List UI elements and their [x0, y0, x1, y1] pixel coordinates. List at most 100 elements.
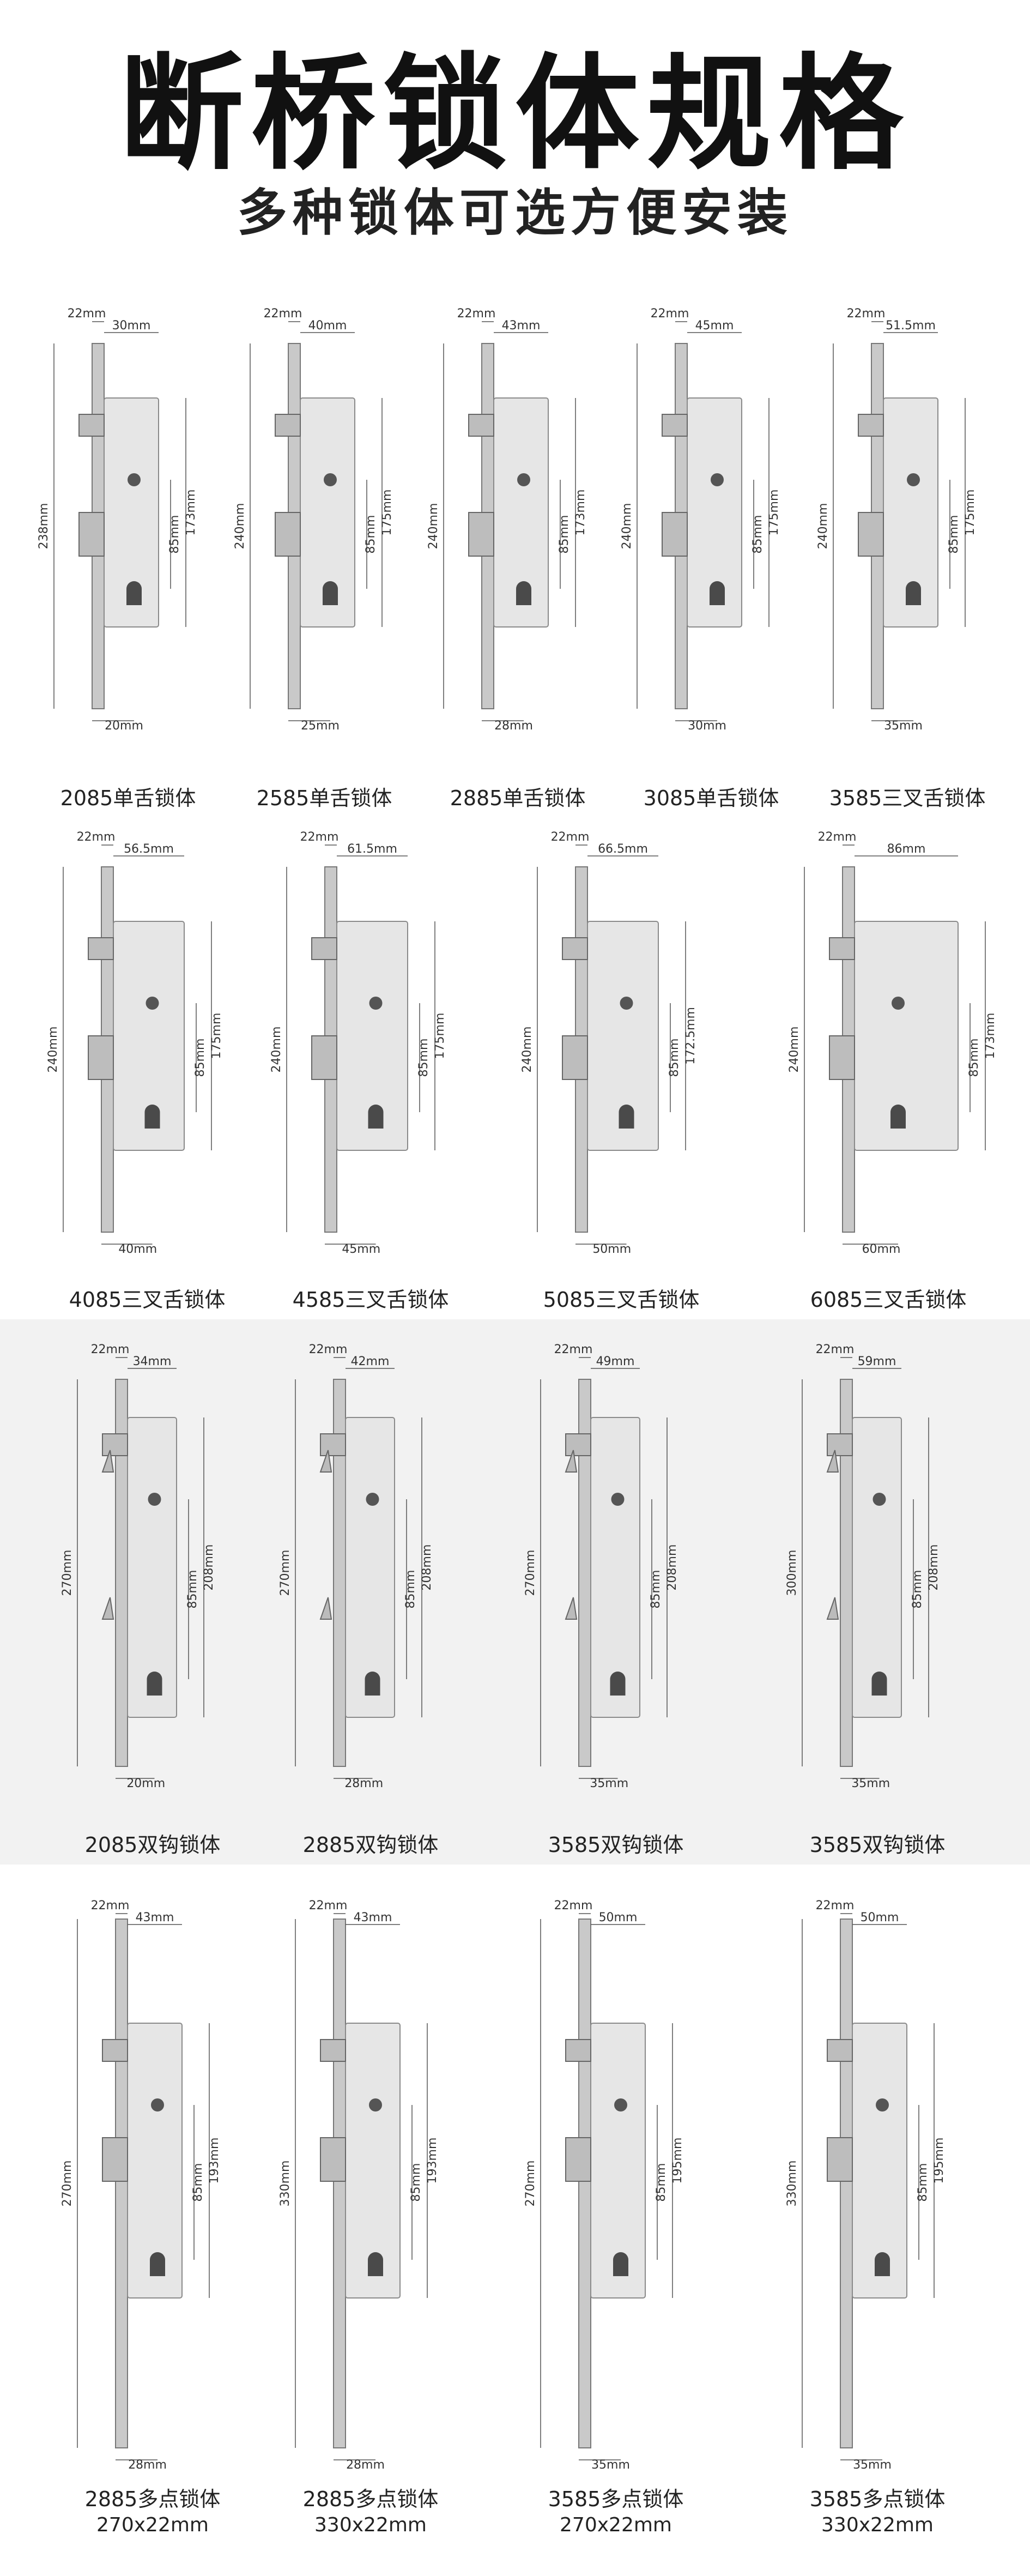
- dim-depth-label: 30mm: [112, 319, 151, 333]
- lock-model-caption: 2885单舌锁体: [428, 785, 608, 812]
- hook-upper: [101, 1450, 114, 1473]
- dim-span-label: 175mm: [964, 490, 977, 536]
- lock-model-caption: 3585三叉舌锁体: [817, 785, 997, 812]
- dim-face-label: 22mm: [554, 1343, 593, 1356]
- dead-bolt: [829, 1035, 855, 1080]
- lock-model-name: 3585双钩锁体: [809, 1833, 946, 1857]
- latch-bolt: [320, 2039, 346, 2062]
- dim-backset-label: 35mm: [591, 2458, 630, 2472]
- dim-depth-label: 50mm: [599, 1911, 638, 1925]
- cylinder-hole: [516, 581, 531, 605]
- dim-face-label: 22mm: [77, 830, 116, 844]
- dim-center-label: 85mm: [668, 1039, 681, 1077]
- dim-depth-label: 50mm: [861, 1911, 899, 1925]
- lock-model-caption: 2085单舌锁体: [38, 785, 218, 812]
- lock-model-name: 2885双钩锁体: [302, 1833, 439, 1857]
- spindle-hole: [611, 1493, 625, 1506]
- hook-upper: [319, 1450, 332, 1473]
- dead-bolt: [78, 512, 105, 557]
- dim-span-label: 172.5mm: [684, 1007, 698, 1065]
- dim-face-label: 22mm: [651, 307, 689, 321]
- lock-model-name: 3585多点锁体: [809, 2487, 946, 2511]
- faceplate: [578, 1919, 591, 2448]
- dim-backset-label: 35mm: [851, 1777, 890, 1790]
- dim-height-label: 270mm: [524, 1550, 537, 1596]
- dim-depth-label: 43mm: [136, 1911, 174, 1925]
- dim-face-label: 22mm: [264, 307, 302, 321]
- dim-backset-label: 20mm: [126, 1777, 165, 1790]
- dim-depth-label: 34mm: [133, 1355, 172, 1368]
- dim-center-label: 85mm: [916, 2163, 930, 2202]
- cylinder-hole: [875, 2252, 890, 2276]
- lock-model-caption: 2085双钩锁体: [60, 1832, 245, 1859]
- lock-model-name: 4585三叉舌锁体: [292, 1288, 449, 1312]
- lock-case: [852, 1417, 902, 1718]
- dim-span-label: 195mm: [671, 2138, 684, 2184]
- dim-span-label: 175mm: [767, 490, 781, 536]
- dead-bolt: [88, 1035, 114, 1080]
- spindle-hole: [876, 2098, 889, 2112]
- dim-span-label: 175mm: [210, 1013, 223, 1059]
- dim-face-label: 22mm: [309, 1343, 348, 1356]
- lock-model-name: 6085三叉舌锁体: [810, 1288, 967, 1312]
- dim-center-label: 85mm: [655, 2163, 668, 2202]
- cylinder-hole: [368, 1105, 384, 1129]
- dim-backset-label: 20mm: [105, 719, 143, 733]
- dim-height-label: 330mm: [278, 2161, 292, 2207]
- dim-face-label: 22mm: [816, 1899, 855, 1913]
- dead-bolt: [858, 512, 884, 557]
- dim-face-label: 22mm: [300, 830, 339, 844]
- dim-center-label: 85mm: [558, 515, 571, 554]
- lock-model-name: 2085双钩锁体: [84, 1833, 221, 1857]
- dim-face-label: 22mm: [554, 1899, 593, 1913]
- lock-model-size: 270x22mm: [96, 2514, 209, 2537]
- dim-backset-label: 45mm: [342, 1242, 380, 1256]
- dead-bolt: [311, 1035, 337, 1080]
- lock-case: [345, 1417, 395, 1718]
- dim-span-label: 175mm: [433, 1013, 447, 1059]
- dim-backset-label: 40mm: [118, 1242, 157, 1256]
- dim-height-label: 270mm: [278, 1550, 292, 1596]
- lock-case: [854, 921, 959, 1151]
- dead-bolt: [102, 2137, 128, 2182]
- cylinder-hole: [890, 1105, 906, 1129]
- spindle-hole: [366, 1493, 379, 1506]
- dim-center-label: 85mm: [168, 515, 181, 554]
- faceplate: [840, 1919, 853, 2448]
- cylinder-hole: [323, 581, 338, 605]
- cylinder-hole: [126, 581, 142, 605]
- latch-bolt: [562, 937, 588, 960]
- hook-upper: [826, 1450, 839, 1473]
- latch-bolt: [78, 414, 105, 437]
- latch-bolt: [565, 2039, 591, 2062]
- dim-depth-label: 42mm: [351, 1355, 390, 1368]
- latch-bolt: [829, 937, 855, 960]
- dim-center-label: 85mm: [186, 1570, 199, 1609]
- dim-center-label: 85mm: [911, 1570, 924, 1609]
- spindle-hole: [324, 473, 337, 486]
- cylinder-hole: [619, 1105, 634, 1129]
- latch-bolt: [827, 2039, 853, 2062]
